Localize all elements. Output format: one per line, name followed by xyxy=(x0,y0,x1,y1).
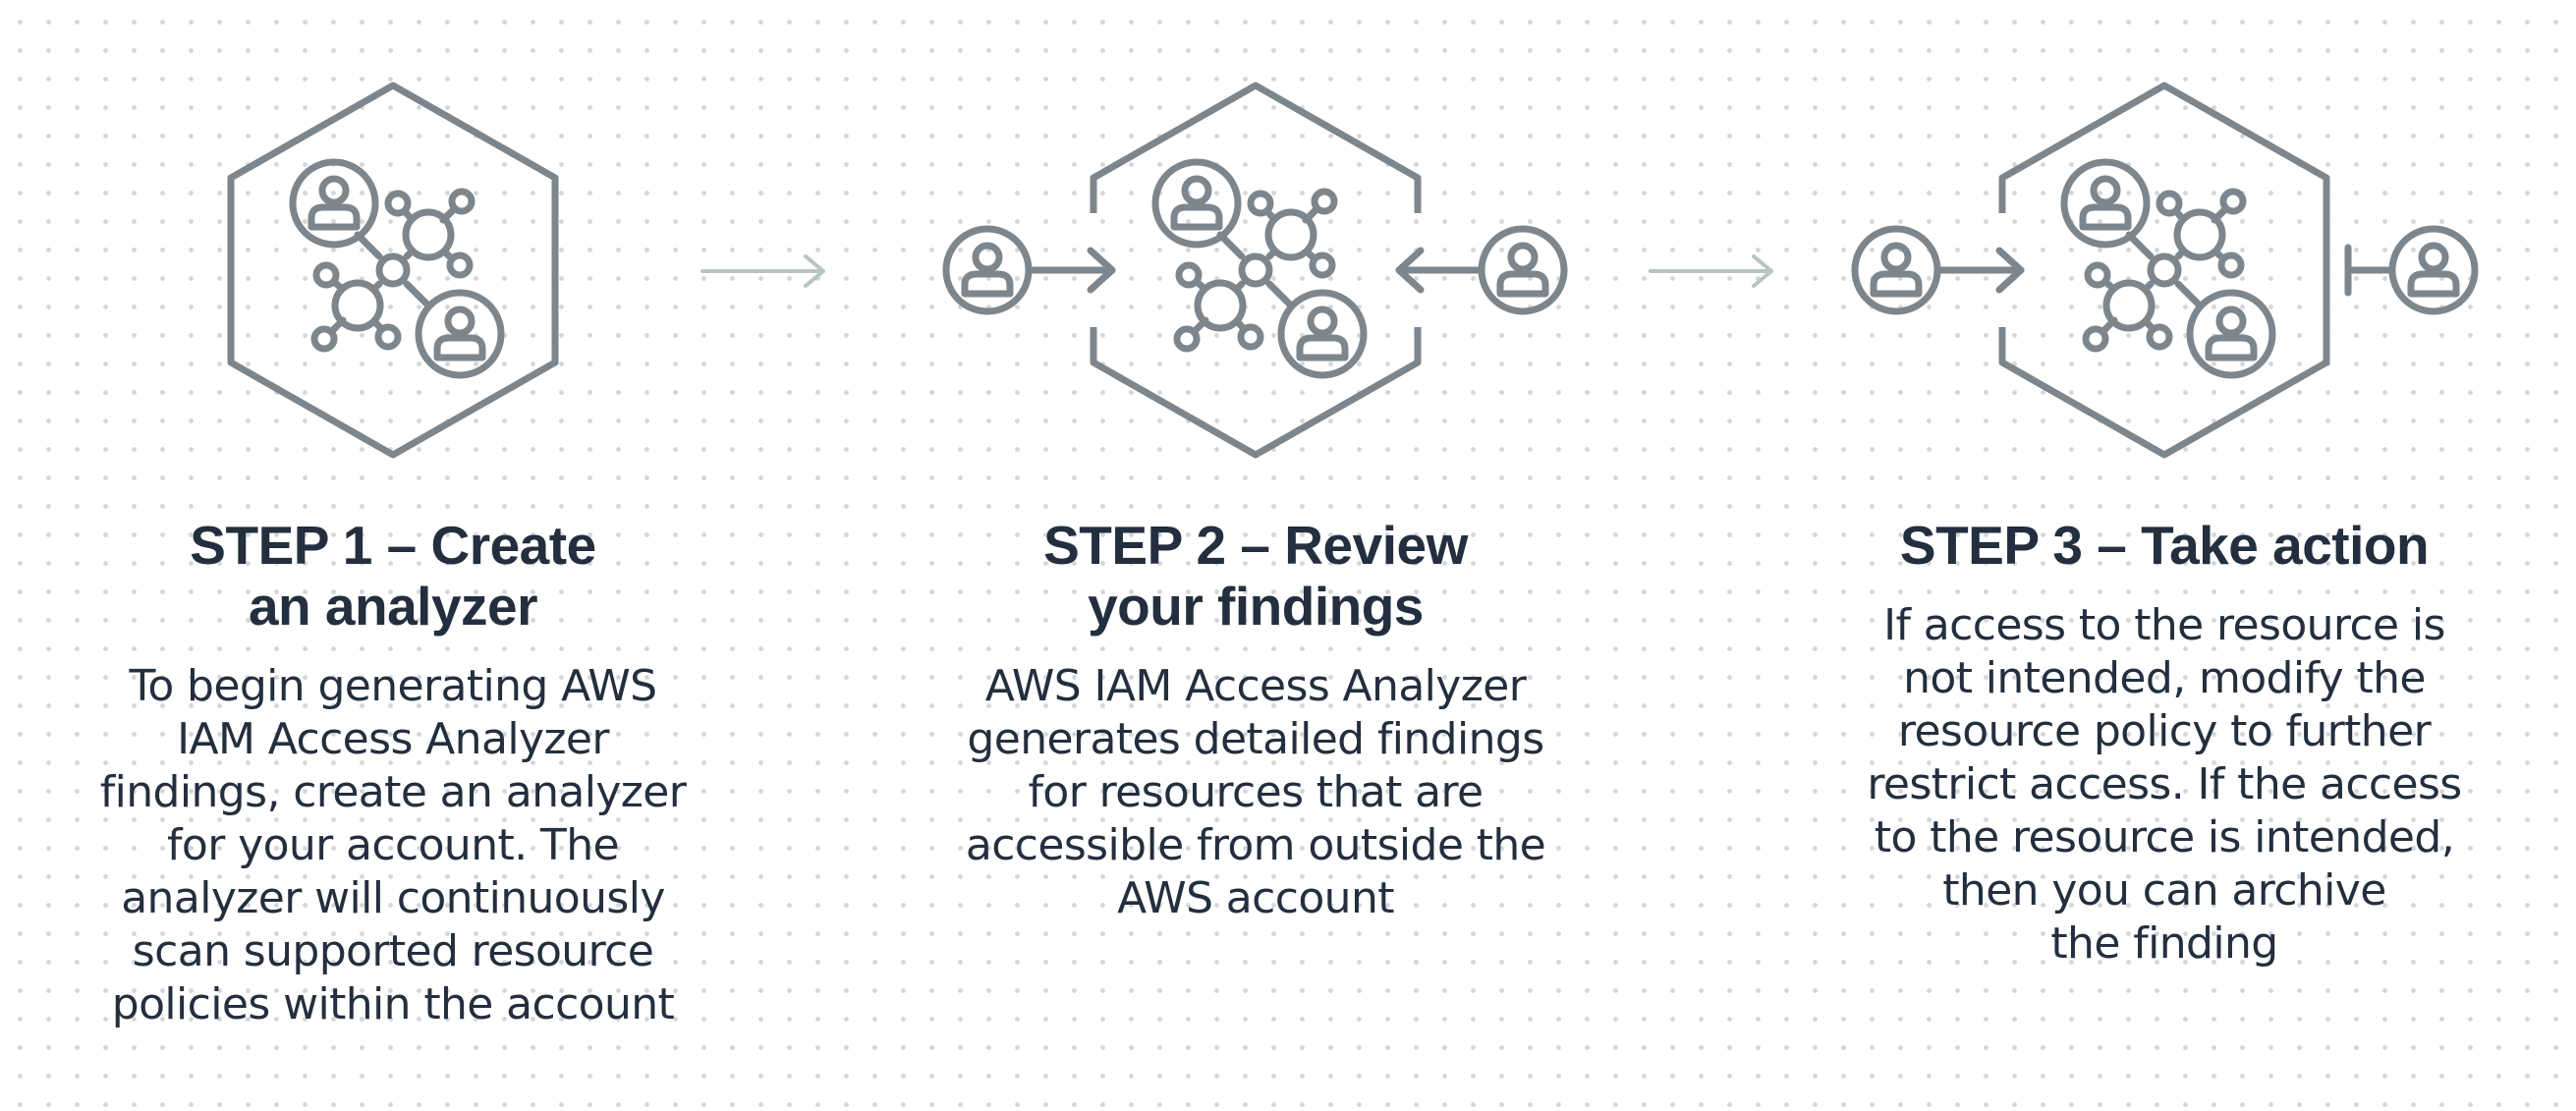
access-arrow-in-icon xyxy=(1395,247,1485,294)
description-line: for your account. The xyxy=(167,820,620,870)
flow-arrow-icon xyxy=(1649,254,1773,288)
description-line: to the resource is intended, xyxy=(1874,812,2455,862)
step-3: STEP 3 – Take action If access to the re… xyxy=(1830,515,2498,971)
description-line: the finding xyxy=(2050,918,2278,969)
step-2-title: STEP 2 – Review your findings xyxy=(922,515,1590,637)
external-user-icon xyxy=(1482,229,1564,311)
step-title-line: STEP 2 – Review xyxy=(1043,515,1468,576)
description-line: IAM Access Analyzer xyxy=(177,714,609,764)
access-arrow-in-icon xyxy=(1934,247,2025,294)
flow-arrow-icon xyxy=(700,254,825,288)
description-line: not intended, modify the xyxy=(1903,653,2426,703)
step-1: STEP 1 – Create an analyzer To begin gen… xyxy=(59,515,727,1031)
blocked-access-icon xyxy=(2344,244,2395,297)
step-2: STEP 2 – Review your findings AWS IAM Ac… xyxy=(922,515,1590,925)
description-line: resource policy to further xyxy=(1897,706,2432,756)
findings-hexagon-icon xyxy=(1090,82,1422,459)
step-title-line: your findings xyxy=(1088,576,1424,637)
description-line: restrict access. If the access xyxy=(1867,759,2462,809)
action-hexagon-icon xyxy=(1998,82,2330,459)
analyzer-hexagon-icon xyxy=(227,82,559,459)
step-title-line: STEP 3 – Take action xyxy=(1899,515,2430,576)
step-3-description: If access to the resource is not intende… xyxy=(1830,599,2498,971)
step-1-title: STEP 1 – Create an analyzer xyxy=(59,515,727,637)
external-user-icon xyxy=(946,229,1029,311)
access-arrow-in-icon xyxy=(1026,247,1116,294)
description-line: findings, create an analyzer xyxy=(99,767,687,817)
step-3-title: STEP 3 – Take action xyxy=(1830,515,2498,576)
description-line: then you can archive xyxy=(1942,865,2386,916)
external-user-icon xyxy=(1855,229,1937,311)
blocked-user-icon xyxy=(2392,229,2475,311)
description-line: accessible from outside the xyxy=(965,820,1546,870)
description-line: for resources that are xyxy=(1028,767,1484,817)
description-line: policies within the account xyxy=(111,979,675,1029)
step-1-description: To begin generating AWS IAM Access Analy… xyxy=(59,660,727,1031)
description-line: AWS account xyxy=(1117,873,1394,923)
process-icons xyxy=(227,82,2576,459)
step-2-description: AWS IAM Access Analyzer generates detail… xyxy=(922,660,1590,925)
description-line: analyzer will continuously xyxy=(121,873,665,923)
description-line: To begin generating AWS xyxy=(129,661,658,711)
step-title-line: an analyzer xyxy=(248,576,538,637)
description-line: AWS IAM Access Analyzer xyxy=(984,661,1527,711)
description-line: If access to the resource is xyxy=(1883,600,2445,650)
description-line: scan supported resource xyxy=(132,926,654,976)
description-line: generates detailed findings xyxy=(967,714,1544,764)
step-title-line: STEP 1 – Create xyxy=(190,515,596,576)
